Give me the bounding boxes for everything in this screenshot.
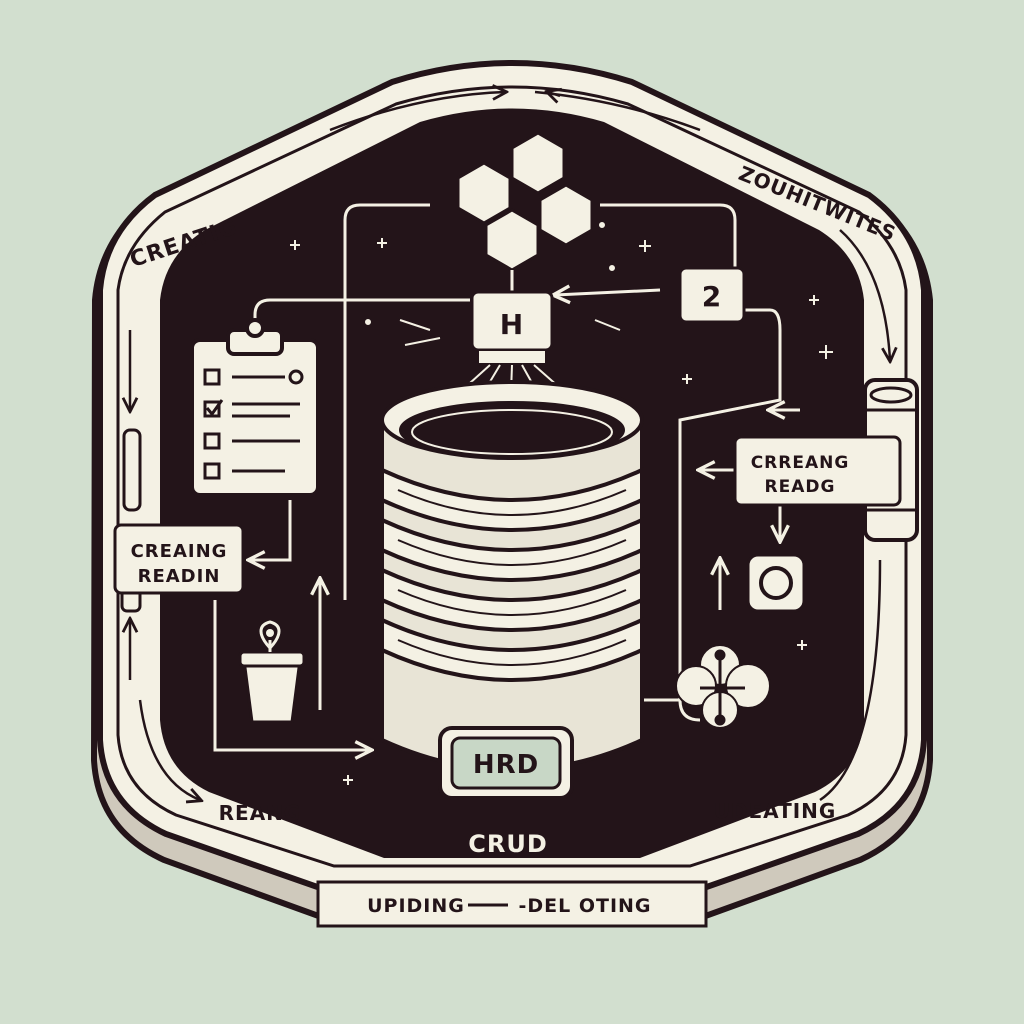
outer-cycle-arrows (130, 92, 890, 800)
bottom-right-label: UDEATING (714, 799, 837, 823)
db-badge: HRD (438, 726, 574, 800)
database-cylinder-icon (380, 380, 644, 772)
left-box-line1: CREAING (131, 541, 228, 562)
target-ring-icon (746, 553, 806, 613)
right-label-box: CRREANG READG (733, 435, 902, 507)
bottom-left-label: REANG (219, 801, 302, 825)
hexagon-cluster-icon (456, 131, 594, 292)
left-label-box: CREAING READIN (113, 523, 245, 595)
center-bottom-label: CRUD (468, 830, 548, 858)
right-box-line2: READG (765, 477, 836, 497)
flower-pot-pin-icon (238, 620, 306, 724)
footer-right-label: -DEL OTING (518, 895, 651, 917)
right-box-line1: CRREANG (751, 453, 850, 473)
hub-node: H (470, 290, 554, 365)
step-badge: 2 (678, 266, 746, 324)
step-badge-number: 2 (702, 280, 722, 313)
footer-left-label: UPIDING (367, 895, 465, 917)
clipboard-checklist-icon (190, 318, 320, 497)
db-badge-label: HRD (473, 750, 539, 780)
sparkle-icon (290, 222, 833, 785)
hub-label: H (500, 308, 524, 341)
left-box-line2: READIN (138, 566, 221, 587)
footer-plate: UPIDING -DEL OTING (316, 880, 708, 928)
node-network-icon (675, 644, 771, 729)
